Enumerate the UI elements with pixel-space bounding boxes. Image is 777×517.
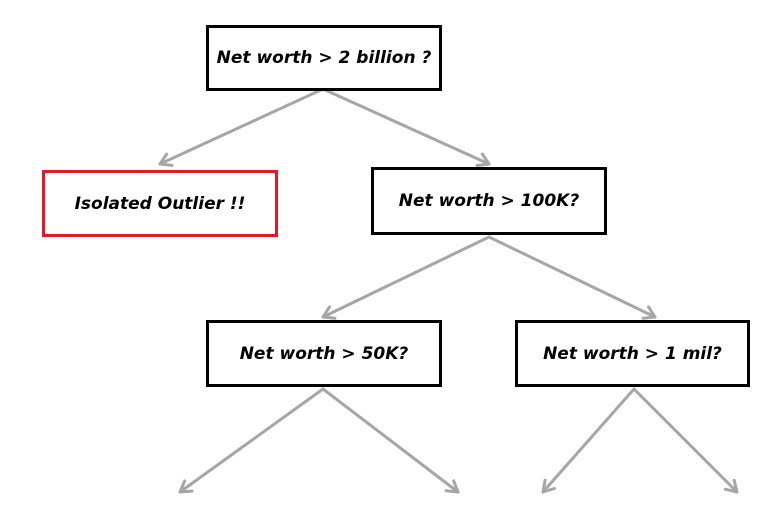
arrowhead xyxy=(723,478,739,494)
edge-1mil-to-left xyxy=(541,387,636,494)
node-isolated-outlier: Isolated Outlier !! xyxy=(42,170,278,237)
arrowhead xyxy=(641,305,657,320)
node-label: Net worth > 2 billion ? xyxy=(216,48,432,68)
arrowhead xyxy=(475,152,491,168)
edge-100k-to-1mil xyxy=(487,235,657,320)
edge-root-to-outlier xyxy=(158,87,325,167)
edge-50k-to-right xyxy=(321,387,460,494)
arrowhead xyxy=(178,479,194,494)
node-net-worth-2-billion: Net worth > 2 billion ? xyxy=(206,25,442,91)
arrowhead xyxy=(444,479,460,494)
edge-root-to-100k xyxy=(321,87,491,168)
node-label: Isolated Outlier !! xyxy=(74,193,246,214)
node-label: Net worth > 50K? xyxy=(239,343,409,364)
node-label: Net worth > 1 mil? xyxy=(543,343,722,364)
arrowhead xyxy=(541,478,556,494)
node-net-worth-1-mil: Net worth > 1 mil? xyxy=(515,320,750,387)
arrowhead xyxy=(321,305,337,320)
node-net-worth-100k: Net worth > 100K? xyxy=(371,167,607,235)
node-net-worth-50k: Net worth > 50K? xyxy=(206,320,442,387)
edge-50k-to-left xyxy=(178,387,325,494)
edge-1mil-to-right xyxy=(632,387,739,494)
node-label: Net worth > 100K? xyxy=(398,191,580,211)
edge-100k-to-50k xyxy=(321,235,491,320)
arrowhead xyxy=(158,152,174,167)
